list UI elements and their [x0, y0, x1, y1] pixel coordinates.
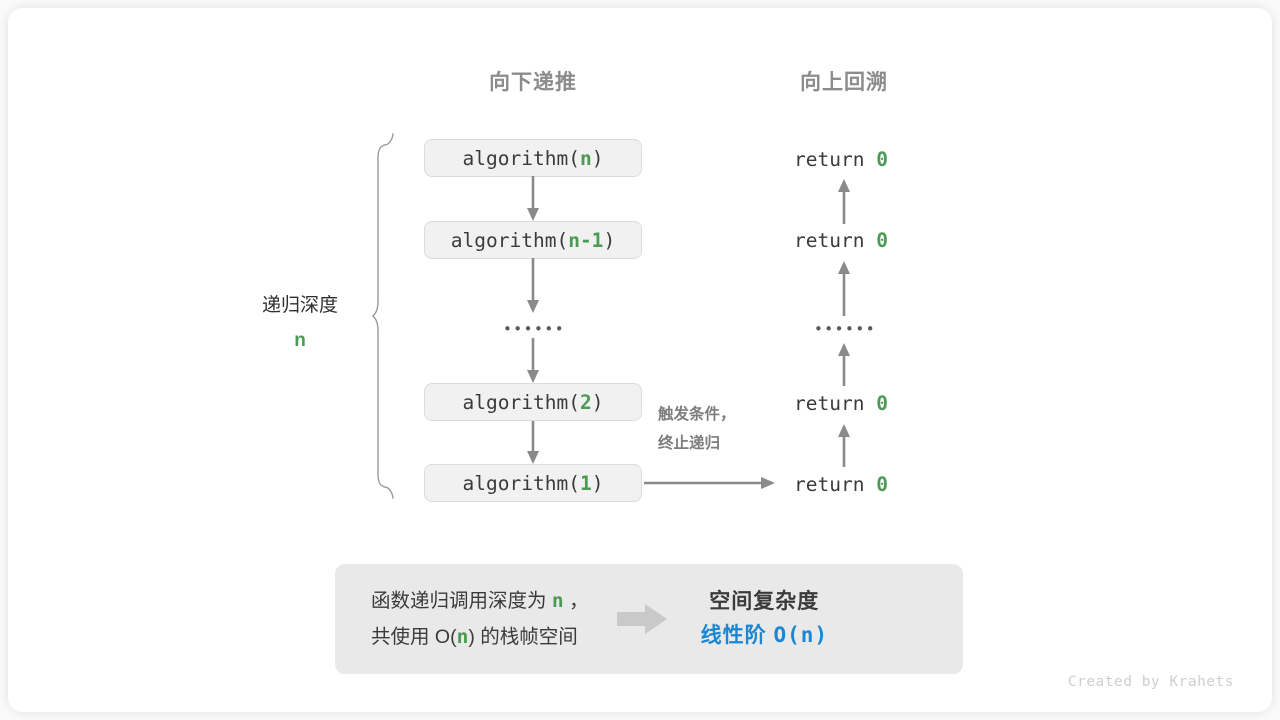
summary-line2-part1: 共使用 O(	[371, 626, 457, 648]
call-box-n-name: algorithm(	[462, 146, 580, 170]
ellipsis-up: ••••••	[813, 320, 877, 338]
call-box-n-minus-1-name: algorithm(	[450, 228, 569, 252]
return-statement-3-text: return	[794, 392, 877, 415]
summary-conclusion-value: 线性阶 O(n)	[701, 619, 828, 653]
summary-description: 函数递归调用深度为 n ， 共使用 O(n) 的栈帧空间	[335, 583, 589, 655]
summary-line1-part1: 函数递归调用深度为	[371, 589, 552, 612]
arrow-up-3	[838, 343, 850, 386]
arrow-down-3	[527, 338, 539, 383]
ellipsis-down: ••••••	[502, 320, 566, 338]
return-statement-4-value: 0	[876, 473, 888, 496]
call-box-1-arg: 1	[579, 471, 592, 495]
arrow-right-icon	[616, 604, 667, 634]
call-box-n-minus-1-close: )	[603, 228, 616, 252]
recursion-depth-brace	[372, 133, 394, 499]
call-box-n-minus-1[interactable]: algorithm(n-1)	[424, 221, 642, 259]
return-statement-2-value: 0	[876, 229, 888, 252]
summary-line2-n: n	[456, 625, 469, 648]
call-box-n-close: )	[591, 146, 604, 170]
recursion-depth-value: n	[294, 330, 306, 352]
call-box-1[interactable]: algorithm(1)	[424, 464, 642, 502]
arrow-down-1	[527, 176, 539, 221]
return-statement-3-value: 0	[876, 392, 888, 415]
call-box-n[interactable]: algorithm(n)	[424, 139, 642, 177]
return-statement-2-text: return	[794, 229, 877, 252]
return-statement-1-text: return	[794, 148, 877, 171]
summary-panel: 函数递归调用深度为 n ， 共使用 O(n) 的栈帧空间 空间复杂度 线性阶 O…	[335, 564, 963, 674]
call-box-2-name: algorithm(	[462, 390, 580, 414]
call-box-1-close: )	[591, 471, 604, 495]
arrow-down-4	[527, 421, 539, 464]
return-statement-3: return 0	[794, 392, 888, 415]
return-statement-4: return 0	[794, 473, 888, 496]
credit-text: Created by Krahets	[1067, 674, 1234, 690]
return-statement-2: return 0	[794, 229, 888, 252]
recursion-depth-label: 递归深度 n	[230, 288, 370, 358]
return-statement-1: return 0	[794, 148, 888, 171]
column-header-recursion-down: 向下递推	[489, 71, 577, 94]
summary-line1-n: n	[551, 588, 564, 612]
return-statement-4-text: return	[794, 473, 877, 496]
trigger-condition-line2: 终止递归	[658, 434, 721, 452]
arrow-up-4	[838, 424, 850, 467]
summary-conclusion-title: 空间复杂度	[709, 590, 820, 614]
trigger-condition-line1: 触发条件，	[658, 406, 736, 423]
arrow-up-2	[838, 261, 850, 316]
summary-conclusion-value-text: 线性阶	[700, 624, 774, 647]
column-header-recursion-up: 向上回溯	[800, 71, 888, 94]
call-box-1-name: algorithm(	[462, 471, 580, 495]
summary-line2-part2: ) 的栈帧空间	[468, 626, 578, 648]
recursion-depth-text: 递归深度	[261, 295, 338, 316]
call-box-2[interactable]: algorithm(2)	[424, 383, 642, 421]
trigger-condition-label: 触发条件， 终止递归	[658, 401, 736, 458]
summary-conclusion: 空间复杂度 线性阶 O(n)	[693, 585, 828, 652]
summary-arrow-container	[589, 602, 693, 636]
call-box-2-arg: 2	[579, 390, 592, 414]
diagram-canvas: 向下递推 向上回溯 递归深度 n algorithm(n) algorithm(…	[8, 8, 1272, 712]
arrow-base-case-transition	[644, 477, 775, 489]
call-box-2-close: )	[591, 390, 604, 414]
summary-conclusion-value-notation: O(n)	[773, 623, 829, 647]
arrow-down-2	[527, 258, 539, 313]
return-statement-1-value: 0	[876, 148, 888, 171]
summary-line1-part2: ，	[563, 589, 589, 612]
arrow-up-1	[838, 179, 850, 224]
call-box-n-minus-1-arg: n-1	[568, 228, 604, 252]
call-box-n-arg: n	[579, 146, 592, 170]
